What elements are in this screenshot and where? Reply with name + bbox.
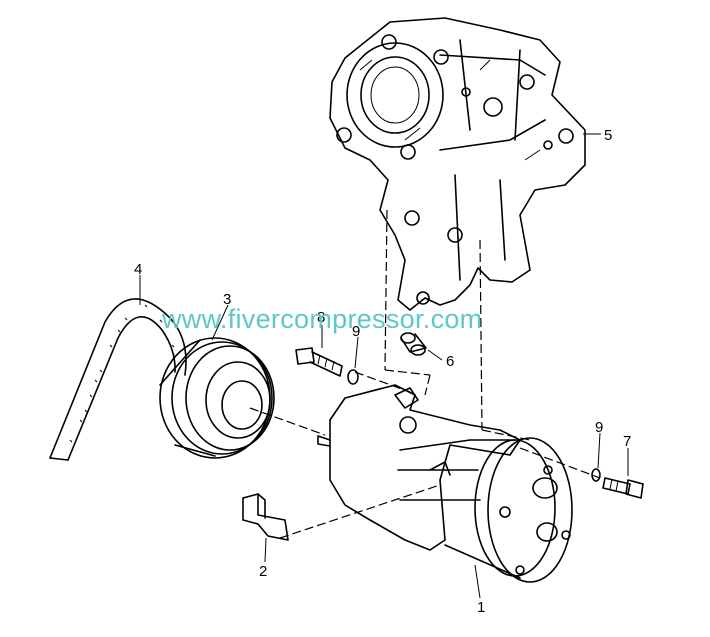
compressor-drawing <box>317 384 573 583</box>
pulley-drawing <box>159 337 275 459</box>
callout-labels: 1 2 3 4 5 6 7 8 9 9 <box>134 127 631 616</box>
callout-9-right: 9 <box>595 419 603 436</box>
callout-9-left: 9 <box>352 323 360 340</box>
assembly-guide-lines <box>249 209 601 539</box>
callout-5: 5 <box>604 127 612 144</box>
sleeve-drawing <box>400 332 427 356</box>
bolt-left-drawing <box>295 347 343 377</box>
callout-8: 8 <box>317 309 325 326</box>
leader-lines <box>139 133 629 599</box>
callout-6: 6 <box>446 353 454 370</box>
bracket-clip-drawing <box>242 493 289 541</box>
watermark-text: www.fivercompressor.com <box>161 304 482 334</box>
washers-drawing <box>347 369 601 482</box>
mounting-bracket-drawing <box>329 17 586 311</box>
callout-3: 3 <box>223 291 231 308</box>
callout-2: 2 <box>259 563 267 580</box>
callout-4: 4 <box>134 261 142 278</box>
callout-1: 1 <box>477 599 485 616</box>
bolt-right-drawing <box>602 477 644 499</box>
callout-7: 7 <box>623 433 631 450</box>
